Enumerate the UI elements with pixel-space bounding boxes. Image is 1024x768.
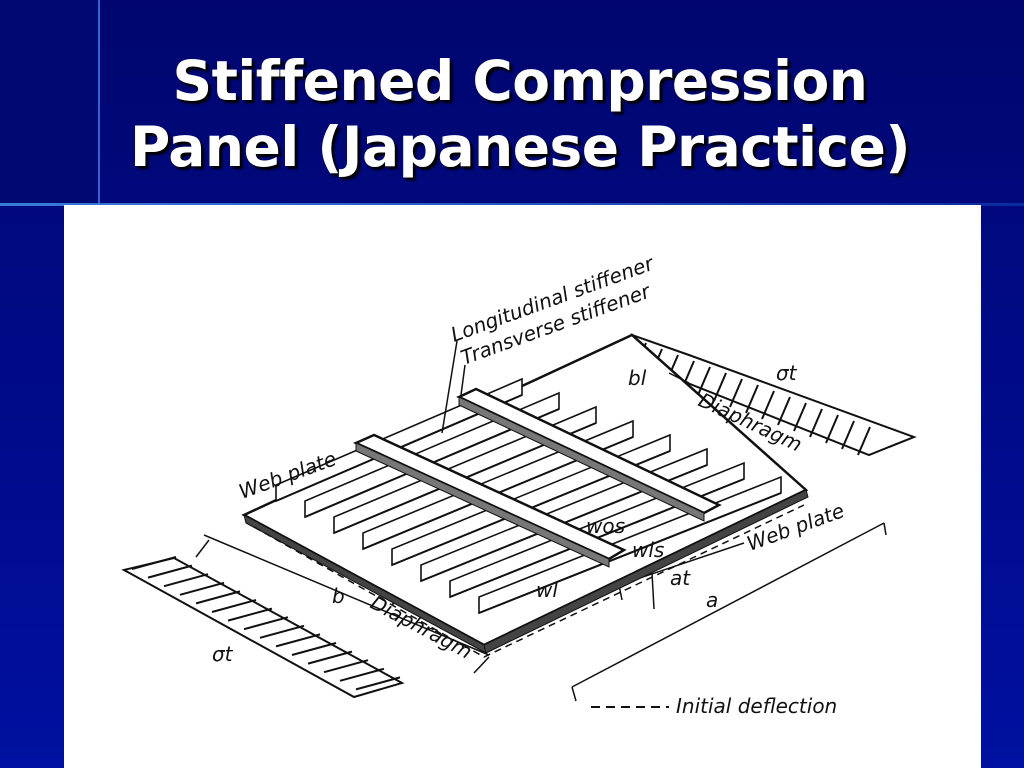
label-a-t: at [670, 566, 691, 590]
transverse-stiffener-2 [456, 387, 722, 522]
label-w-l: wl [536, 578, 558, 602]
hatch-line [291, 642, 337, 656]
hatch-line [697, 366, 711, 396]
diagram-figure: Longitudinal stiffener Transverse stiffe… [64, 205, 981, 768]
left-accent-band [0, 0, 100, 205]
label-sigma-bottom: σt [212, 642, 234, 666]
hatch-line [809, 408, 823, 438]
label-b: b [332, 584, 345, 608]
label-b-l: bl [628, 366, 647, 390]
hatch-line [195, 590, 241, 605]
hatch-line [147, 564, 193, 579]
bottom-stress-hatch [121, 556, 405, 699]
hatch-line [131, 556, 177, 570]
hatch-line [841, 420, 855, 450]
horizontal-accent-line [0, 203, 1024, 206]
hatch-line [761, 390, 775, 420]
hatch-line [857, 426, 871, 456]
hatch-line [259, 624, 305, 639]
hatch-line [211, 599, 257, 613]
label-sigma-top: σt [776, 361, 798, 385]
hatch-line [227, 607, 273, 622]
label-initial-deflection: Initial deflection [676, 694, 837, 718]
hatch-line [825, 414, 839, 444]
hatch-line [307, 650, 353, 665]
hatch-line [355, 676, 401, 691]
hatch-line [729, 378, 743, 408]
stiffened-panel-diagram: Longitudinal stiffener Transverse stiffe… [121, 250, 917, 718]
slide-title-line-2: Panel (Japanese Practice) [129, 115, 911, 179]
hatch-line [323, 659, 369, 674]
vertical-accent-line [98, 0, 100, 205]
hatch-line [777, 396, 791, 426]
transverse-stiffener-1 [352, 433, 627, 568]
label-a: a [706, 588, 718, 612]
label-w-ls: wls [632, 538, 664, 562]
hatch-line [179, 581, 225, 596]
slide-title: Stiffened Compression Panel (Japanese Pr… [90, 48, 950, 180]
leader-lines [441, 340, 690, 434]
hatch-line [339, 667, 385, 682]
hatch-line [243, 616, 289, 631]
hatch-line [793, 402, 807, 432]
deck-plate [241, 333, 809, 658]
label-w-os: wos [586, 514, 625, 538]
hatch-line [745, 384, 759, 414]
slide-title-line-1: Stiffened Compression [172, 49, 868, 113]
hatch-line [163, 573, 209, 588]
hatch-line [275, 633, 321, 648]
hatch-line [713, 372, 727, 402]
